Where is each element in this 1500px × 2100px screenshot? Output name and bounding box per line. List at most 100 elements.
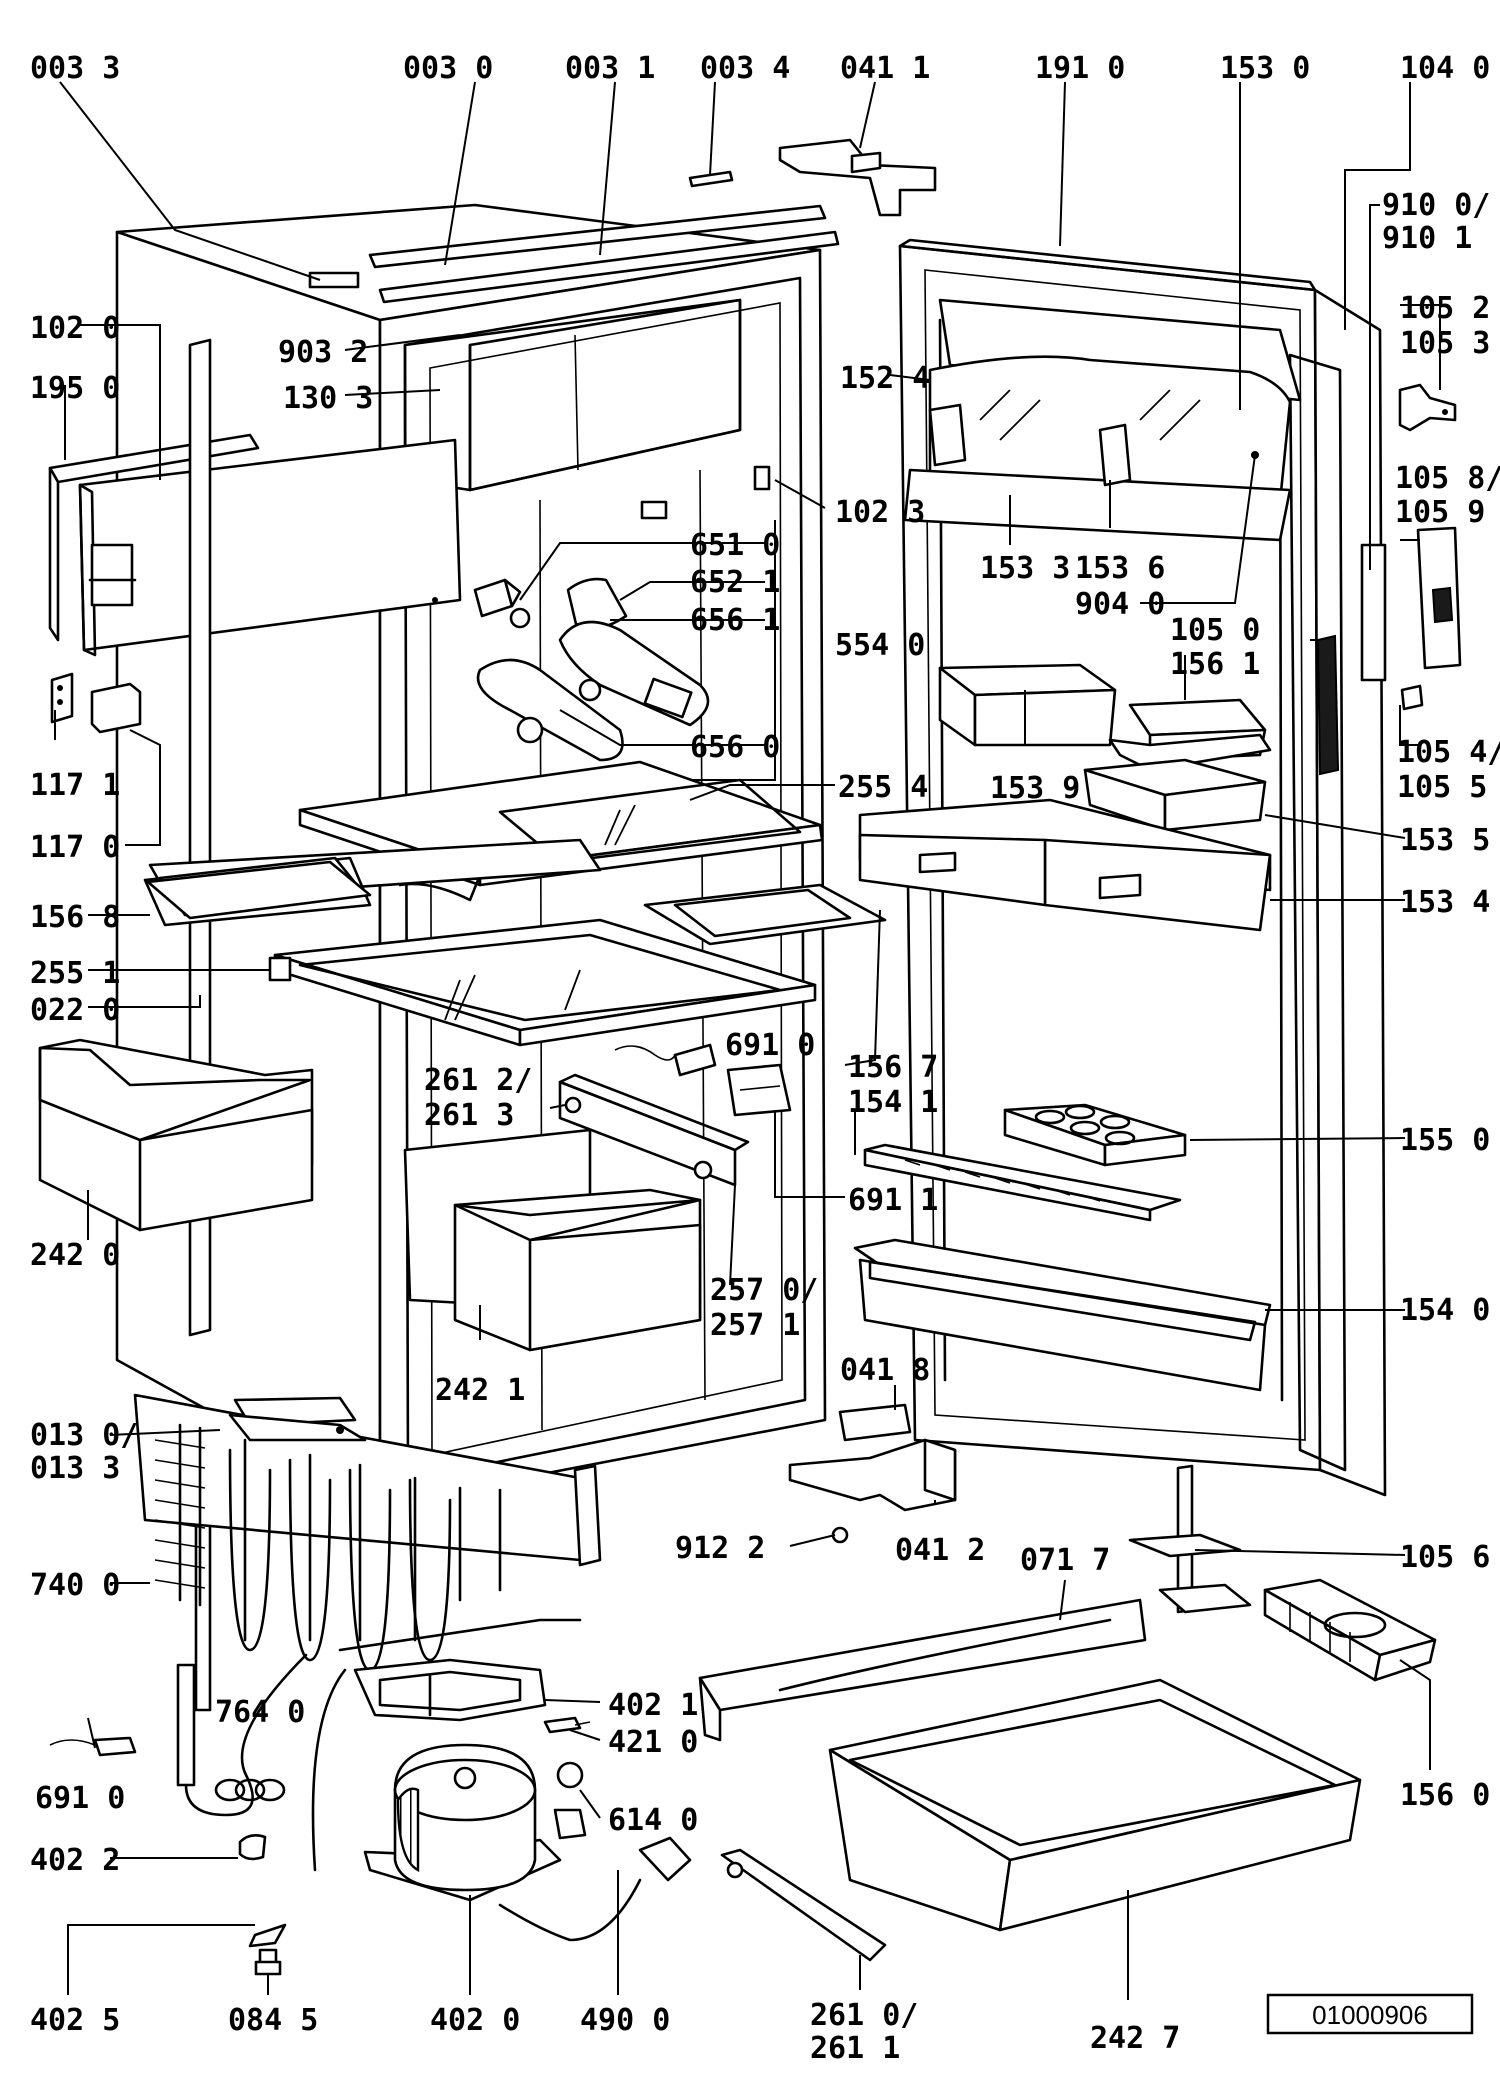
label-153-9: 153 9 bbox=[990, 771, 1080, 806]
label-022-0: 022 0 bbox=[30, 993, 120, 1028]
hinge-bracket-117 bbox=[50, 672, 142, 734]
label-156-8: 156 8 bbox=[30, 900, 120, 935]
shelf-153-5 bbox=[1083, 758, 1267, 832]
hinge-plate-013 bbox=[228, 1413, 367, 1442]
label-102-0: 102 0 bbox=[30, 311, 120, 346]
label-105-4: 105 4/ bbox=[1397, 735, 1500, 770]
label-255-1: 255 1 bbox=[30, 956, 120, 991]
label-105-9: 105 9 bbox=[1395, 495, 1485, 530]
label-242-0: 242 0 bbox=[30, 1238, 120, 1273]
label-691-0-upper: 691 0 bbox=[725, 1028, 815, 1063]
top-hinge-041-1 bbox=[778, 138, 937, 217]
label-421-0: 421 0 bbox=[608, 1725, 698, 1760]
label-003-0: 003 0 bbox=[403, 51, 493, 86]
label-554-0: 554 0 bbox=[835, 628, 925, 663]
trim-strip-071-7 bbox=[698, 1598, 1147, 1742]
label-105-3: 105 3 bbox=[1400, 326, 1490, 361]
label-117-0: 117 0 bbox=[30, 830, 120, 865]
power-cord-490 bbox=[498, 1836, 692, 1942]
label-156-1: 156 1 bbox=[1170, 647, 1260, 682]
label-242-1: 242 1 bbox=[435, 1373, 525, 1408]
label-154-0: 154 0 bbox=[1400, 1293, 1490, 1328]
label-105-8: 105 8/ bbox=[1395, 461, 1500, 496]
label-003-1: 003 1 bbox=[565, 51, 655, 86]
label-912-2: 912 2 bbox=[675, 1531, 765, 1566]
bottle-shelf-154-0 bbox=[853, 1238, 1272, 1392]
vegetable-drawer-242-7 bbox=[828, 1678, 1362, 1932]
label-152-4: 152 4 bbox=[840, 361, 930, 396]
tubing-pipes bbox=[311, 1618, 582, 1872]
drawing-number: 01000906 bbox=[1312, 2000, 1428, 2030]
screw-912-2 bbox=[831, 1526, 849, 1544]
label-041-8: 041 8 bbox=[840, 1353, 930, 1388]
label-255-4: 255 4 bbox=[838, 770, 928, 805]
label-402-0: 402 0 bbox=[430, 2003, 520, 2038]
label-402-2: 402 2 bbox=[30, 1843, 120, 1878]
egg-bin-153-9 bbox=[938, 663, 1117, 747]
label-261-1: 261 1 bbox=[810, 2031, 900, 2066]
label-105-2: 105 2 bbox=[1400, 291, 1490, 326]
drawer-156-8 bbox=[146, 860, 372, 920]
butter-dish-156-1 bbox=[1108, 698, 1272, 772]
label-614-0: 614 0 bbox=[608, 1803, 698, 1838]
label-154-1: 154 1 bbox=[848, 1085, 938, 1120]
label-652-1: 652 1 bbox=[690, 565, 780, 600]
label-656-1: 656 1 bbox=[690, 603, 780, 638]
crisper-bin-242-0 bbox=[38, 1038, 314, 1232]
ice-tray-156-0 bbox=[1263, 1578, 1437, 1682]
drain-plug-402-2 bbox=[238, 1834, 267, 1861]
label-195-0: 195 0 bbox=[30, 371, 120, 406]
label-691-1: 691 1 bbox=[848, 1183, 938, 1218]
bottle-rack-154-1 bbox=[863, 1143, 1182, 1222]
label-071-7: 071 7 bbox=[1020, 1543, 1110, 1578]
label-257-1: 257 1 bbox=[710, 1308, 800, 1343]
label-013-0: 013 0/ bbox=[30, 1418, 138, 1453]
label-102-3: 102 3 bbox=[835, 495, 925, 530]
hinge-pin-105-4 bbox=[1400, 684, 1424, 711]
lamp-switch-691 bbox=[614, 1043, 792, 1117]
label-117-1: 117 1 bbox=[30, 768, 120, 803]
leader-lines bbox=[54, 81, 1441, 2000]
label-153-6: 153 6 bbox=[1075, 551, 1165, 586]
label-257-0: 257 0/ bbox=[710, 1273, 818, 1308]
label-904-0: 904 0 bbox=[1075, 587, 1165, 622]
label-261-2: 261 2/ bbox=[424, 1063, 532, 1098]
compressor-402-0 bbox=[363, 1743, 562, 1902]
door-stop-105-2 bbox=[1398, 383, 1457, 432]
door-compartment-153 bbox=[903, 298, 1302, 542]
label-041-2: 041 2 bbox=[895, 1533, 985, 1568]
thermostat-capillary-764 bbox=[176, 1653, 308, 1817]
label-153-5: 153 5 bbox=[1400, 823, 1490, 858]
label-651-0: 651 0 bbox=[690, 528, 780, 563]
label-242-7: 242 7 bbox=[1090, 2021, 1180, 2056]
compressor-mount-402-1 bbox=[353, 1658, 547, 1722]
label-490-0: 490 0 bbox=[580, 2003, 670, 2038]
crisper-cover-156-7 bbox=[643, 883, 887, 946]
label-003-3: 003 3 bbox=[30, 51, 120, 86]
label-153-3: 153 3 bbox=[980, 551, 1070, 586]
label-155-0: 155 0 bbox=[1400, 1123, 1490, 1158]
door-shelf-153-4 bbox=[858, 798, 1272, 932]
crisper-bin-242-1 bbox=[403, 1128, 702, 1352]
label-402-1: 402 1 bbox=[608, 1688, 698, 1723]
label-104-0: 104 0 bbox=[1400, 51, 1490, 86]
label-191-0: 191 0 bbox=[1035, 51, 1125, 86]
support-rail-261-0 bbox=[720, 1848, 887, 1962]
label-910-1: 910 1 bbox=[1382, 221, 1472, 256]
label-910-0: 910 0/ bbox=[1382, 188, 1490, 223]
bottom-hinge-041-2 bbox=[788, 1438, 957, 1512]
label-156-0: 156 0 bbox=[1400, 1778, 1490, 1813]
label-153-4: 153 4 bbox=[1400, 885, 1490, 920]
label-105-5: 105 5 bbox=[1397, 770, 1487, 805]
hinge-105-8 bbox=[1416, 526, 1462, 670]
label-691-0-lower: 691 0 bbox=[35, 1781, 125, 1816]
label-105-0: 105 0 bbox=[1170, 613, 1260, 648]
sensor-691-0-lower bbox=[49, 1736, 137, 1757]
label-105-6: 105 6 bbox=[1400, 1540, 1490, 1575]
label-764-0: 764 0 bbox=[215, 1695, 305, 1730]
label-261-0: 261 0/ bbox=[810, 1998, 918, 2033]
label-013-3: 013 3 bbox=[30, 1451, 120, 1486]
label-003-4: 003 4 bbox=[700, 51, 790, 86]
label-156-7: 156 7 bbox=[848, 1050, 938, 1085]
